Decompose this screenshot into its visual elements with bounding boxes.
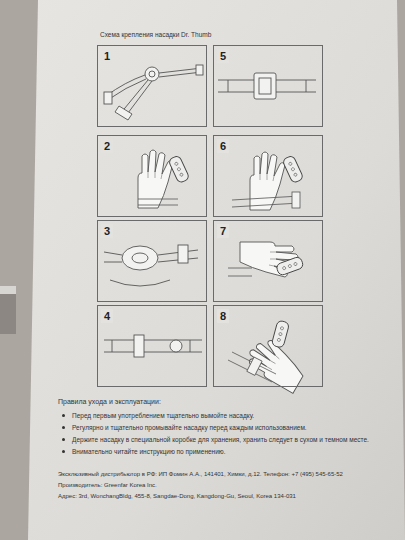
note-text: Производитель: Greenfar Korea Inc.: [58, 482, 157, 488]
hand-drawing: [138, 150, 190, 208]
step-panel: 3: [97, 220, 207, 302]
harness-drawing: [104, 65, 203, 120]
bullet-dot: [62, 414, 65, 417]
bullet-dot: [62, 450, 65, 453]
care-rule: Держите насадку в специальной коробке дл…: [58, 436, 383, 444]
note-text: Внимательно читайте инструкцию по примен…: [72, 448, 226, 455]
care-rule: Регулярно и тщательно промывайте насадку…: [58, 424, 383, 432]
step-panel: 6: [213, 135, 323, 217]
sheet-title: Схема крепления насадки Dr. Thumb: [100, 31, 211, 39]
paper-sheet: [28, 0, 405, 540]
care-heading: Правила ухода и эксплуатации:: [58, 398, 383, 406]
note-text: Эксклюзивный дистрибьютор в РФ: ИП Фомин…: [58, 471, 343, 477]
step-panel: 8: [213, 305, 323, 387]
hand-drawing: [228, 242, 304, 277]
step-number: 7: [217, 224, 229, 238]
box-corner: [0, 286, 16, 294]
step-panel: 2: [97, 135, 207, 217]
step-panel: 5: [213, 45, 323, 127]
step-panel: 7: [213, 220, 323, 302]
note-text: Адрес: 3rd, WonchangBldg, 455-8, Sangdae…: [58, 493, 296, 499]
step-number: 2: [101, 139, 113, 153]
care-rule: Перед первым употреблением тщательно вым…: [58, 412, 383, 420]
note-text: Держите насадку в специальной коробке дл…: [72, 436, 369, 443]
step-number: 3: [101, 224, 113, 238]
strap-drawing: [104, 335, 202, 357]
step-number: 5: [217, 49, 229, 63]
step-number: 4: [101, 309, 113, 323]
hand-drawing: [232, 152, 304, 210]
note-text: Перед первым употреблением тщательно вым…: [72, 412, 254, 419]
guard-strap-drawing: [104, 245, 198, 286]
imprint-note: Адрес: 3rd, WonchangBldg, 455-8, Sangdae…: [58, 492, 383, 500]
note-text: Правила ухода и эксплуатации:: [58, 398, 161, 405]
box-corner: [0, 286, 16, 334]
imprint-note: Эксклюзивный дистрибьютор в РФ: ИП Фомин…: [58, 470, 383, 478]
step-number: 6: [217, 139, 229, 153]
step-number: 8: [217, 309, 229, 323]
bullet-dot: [62, 438, 65, 441]
care-rule: Внимательно читайте инструкцию по примен…: [58, 448, 383, 456]
note-text: Регулярно и тщательно промывайте насадку…: [72, 424, 307, 431]
buckle-drawing: [218, 73, 316, 99]
step-panel: 1: [97, 45, 207, 127]
step-number: 1: [101, 49, 113, 63]
step-panel: 4: [97, 305, 207, 387]
bullet-dot: [62, 426, 65, 429]
imprint-note: Производитель: Greenfar Korea Inc.: [58, 481, 383, 489]
hand-drawing: [228, 320, 310, 393]
